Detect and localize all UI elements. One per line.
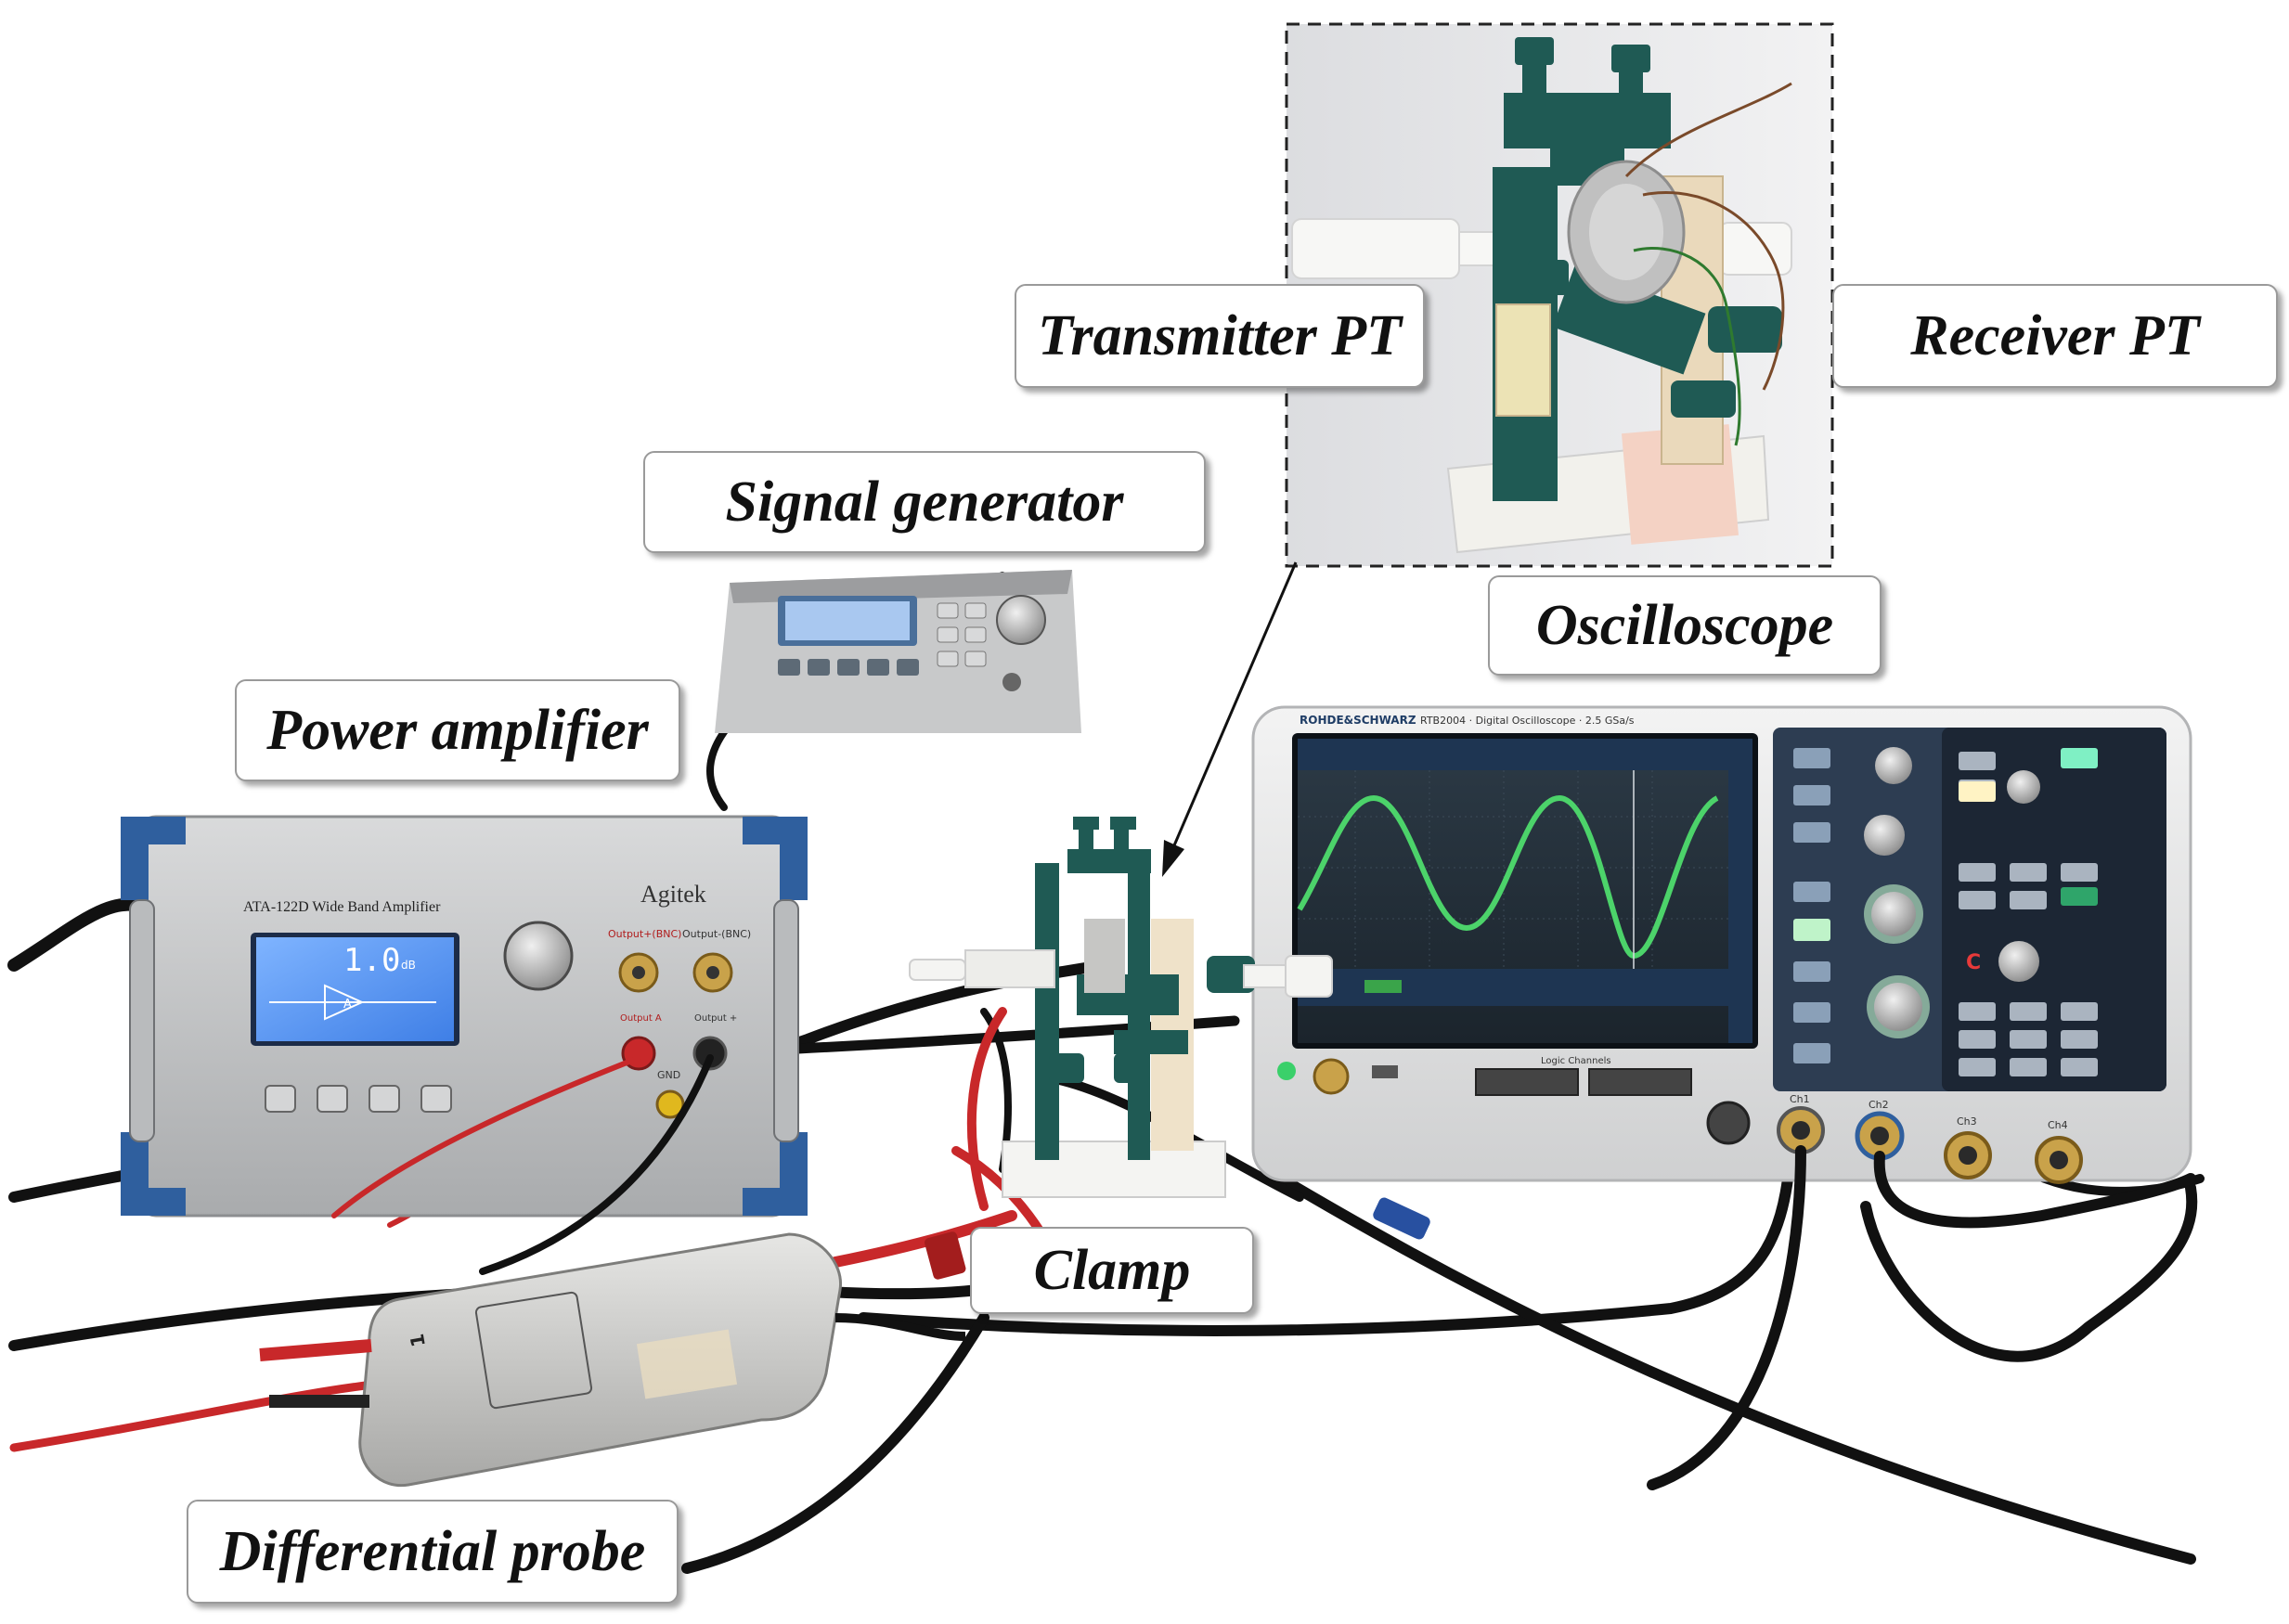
power-amplifier: ATA-122D Wide Band Amplifier Agitek 1.0 …: [121, 815, 808, 1218]
scope-ch3: Ch3: [1957, 1115, 1977, 1128]
amplifier-brand-text: Agitek: [640, 881, 706, 908]
svg-text:C: C: [1966, 951, 1981, 974]
oscilloscope: ROHDE&SCHWARZ RTB2004 · Digital Oscillos…: [1251, 705, 2192, 1184]
scope-brand: ROHDE&SCHWARZ: [1300, 714, 1416, 727]
amplifier-output-label-2: Output-(BNC): [682, 928, 751, 940]
label-signal-generator: Signal generator: [643, 451, 1206, 553]
label-oscilloscope: Oscilloscope: [1488, 575, 1882, 676]
amplifier-output-b: Output +: [694, 1013, 737, 1024]
amplifier-lcd-value: 1.0: [343, 942, 400, 979]
scope-logic-channels: Logic Channels: [1541, 1056, 1611, 1066]
label-clamp: Clamp: [970, 1227, 1254, 1314]
label-transmitter-pt: Transmitter PT: [1015, 284, 1425, 388]
pointer-arrow: [1162, 561, 1298, 877]
scope-ch2: Ch2: [1869, 1099, 1889, 1111]
signal-generator: [715, 570, 1081, 733]
scope-ch1: Ch1: [1790, 1093, 1810, 1105]
amplifier-output-a: Output A: [620, 1013, 662, 1024]
svg-text:1: 1: [406, 1332, 430, 1348]
svg-text:A: A: [343, 998, 352, 1012]
scope-ch4: Ch4: [2048, 1119, 2068, 1131]
amplifier-output-label-1: Output+(BNC): [608, 928, 681, 940]
amplifier-model-text: ATA-122D Wide Band Amplifier: [243, 899, 441, 915]
amplifier-gnd: GND: [657, 1069, 680, 1081]
amplifier-lcd-unit: dB: [401, 959, 416, 972]
scope-waveform: [1297, 794, 1719, 960]
clamp-device: [909, 817, 1333, 1198]
scope-model: RTB2004 · Digital Oscilloscope · 2.5 GSa…: [1420, 715, 1635, 727]
label-receiver-pt: Receiver PT: [1832, 284, 2278, 388]
label-differential-probe: Differential probe: [187, 1500, 679, 1604]
label-power-amplifier: Power amplifier: [235, 679, 680, 781]
